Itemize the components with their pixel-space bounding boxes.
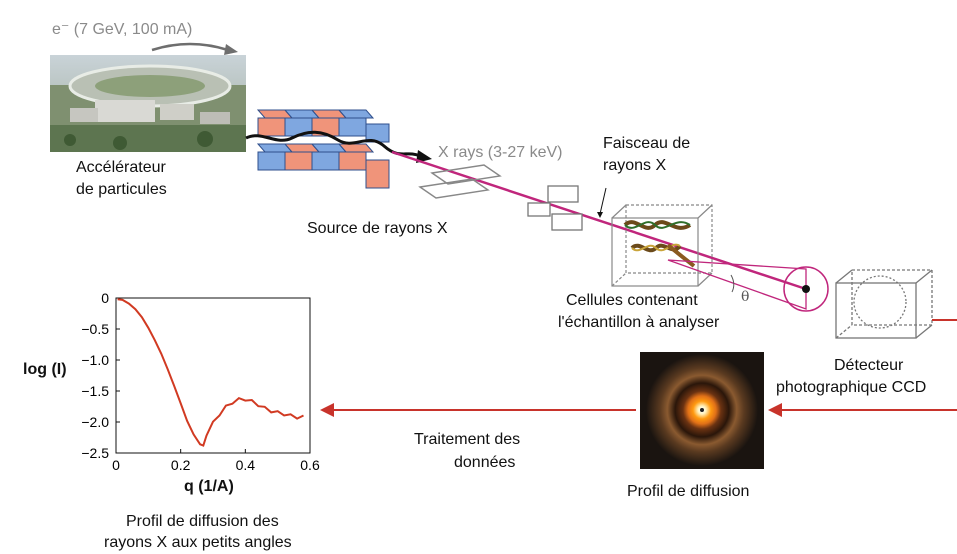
cells-label-1: Cellules contenant: [566, 292, 698, 309]
y-tick-label: −2.5: [81, 445, 109, 461]
plot-frame: [115, 297, 311, 454]
accelerator-label-1: Accélérateur: [76, 159, 166, 176]
y-tick-label: −1.5: [81, 383, 109, 399]
source-label: Source de rayons X: [307, 220, 448, 237]
x-tick-label: 0.2: [171, 457, 191, 473]
x-tick-label: 0.6: [300, 457, 320, 473]
saxs-caption-1: Profil de diffusion des: [126, 513, 279, 530]
processing-label-1: Traitement des: [414, 431, 521, 448]
y-tick-label: 0: [101, 290, 109, 306]
theta-arc: [730, 274, 735, 293]
arrow-to-image-head: [768, 403, 782, 417]
monochromator: [527, 185, 583, 231]
sample-cell-cube: [611, 204, 713, 287]
orbit-arrow: [151, 42, 229, 52]
saxs-curve: [117, 298, 304, 447]
y-axis-label: log (I): [23, 361, 67, 378]
cells-label-2: l'échantillon à analyser: [558, 314, 720, 331]
x-axis-label: q (1/A): [184, 478, 234, 495]
undulator-magnets: [256, 109, 390, 189]
xray-beam: [391, 150, 807, 291]
beam-pointer-head: [597, 212, 603, 218]
ccd-detector: [835, 269, 933, 339]
xrays-label: X rays (3-27 keV): [438, 144, 563, 161]
saxs-caption-2: rayons X aux petits angles: [104, 534, 292, 551]
beam-label: e⁻ (7 GeV, 100 mA): [52, 21, 193, 38]
x-ticks: 0 0.2 0.4 0.6: [112, 449, 320, 473]
mirror-2: [418, 178, 490, 199]
saxs-chart: 0 0.2 0.4 0.6 0 −0.5 −1.0 −1.5 −2.0 −2.5: [81, 290, 320, 473]
beam-x-label-2: rayons X: [603, 157, 667, 174]
scatter-image: [640, 352, 764, 469]
y-tick-label: −1.0: [81, 352, 109, 368]
x-tick-label: 0.4: [236, 457, 256, 473]
y-tick-label: −2.0: [81, 414, 109, 430]
y-ticks: 0 −0.5 −1.0 −1.5 −2.0 −2.5: [81, 290, 120, 461]
accelerator-label-2: de particules: [76, 181, 167, 198]
orbit-arrowhead: [224, 44, 238, 55]
accelerator-photo: [50, 55, 246, 152]
processing-label-2: données: [454, 454, 516, 471]
y-tick-label: −0.5: [81, 321, 109, 337]
scatter-ring: [783, 266, 829, 312]
mirror-1: [430, 164, 502, 185]
detector-label-1: Détecteur: [834, 357, 904, 374]
theta-label: θ: [741, 289, 750, 305]
detector-label-2: photographique CCD: [776, 379, 927, 396]
scatter-profile-label: Profil de diffusion: [627, 483, 750, 500]
electron-arrowhead: [416, 150, 432, 163]
dna-samples: [623, 220, 696, 268]
beam-x-label-1: Faisceau de: [603, 135, 691, 152]
beam-stop-dot: [802, 285, 810, 293]
arrow-to-plot-head: [320, 403, 334, 417]
beam-pointer: [599, 187, 607, 215]
x-tick-label: 0: [112, 457, 120, 473]
